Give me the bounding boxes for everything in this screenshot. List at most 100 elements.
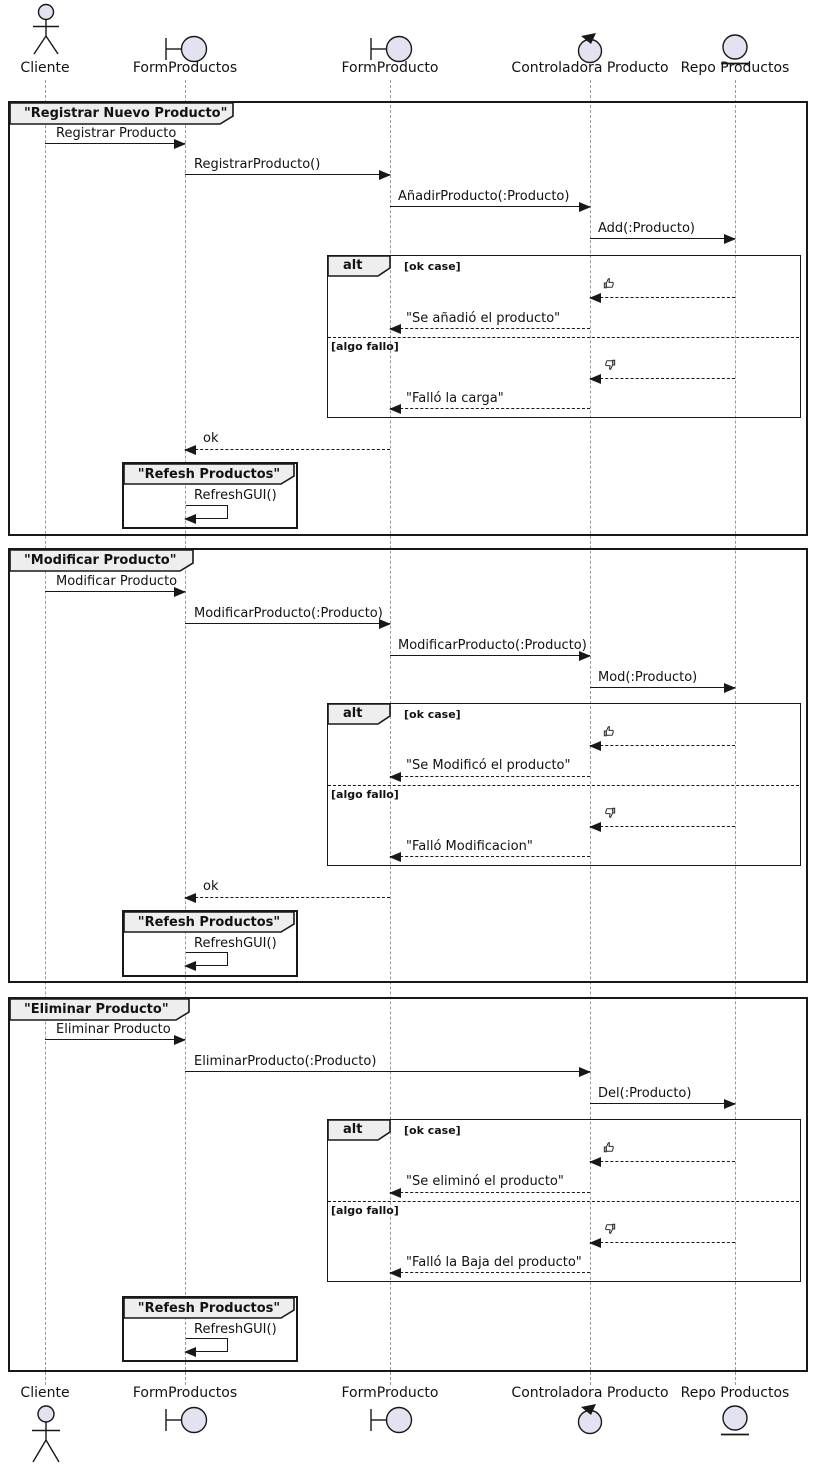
participant-label: FormProductos: [132, 1385, 238, 1401]
frame-refresh-productos: "Refesh Productos": [122, 1296, 298, 1362]
message-label: "Falló la Baja del producto": [406, 1255, 582, 1270]
participant-label: Repo Productos: [680, 1385, 790, 1401]
message-label: Add(:Producto): [598, 221, 696, 236]
message-arrow: [589, 1157, 735, 1167]
alt-guard-fail: [algo fallo]: [331, 340, 399, 353]
frame-title: "Registrar Nuevo Producto": [24, 106, 228, 121]
frame-title: "Refesh Productos": [137, 1301, 281, 1316]
control-icon: [577, 33, 603, 64]
message-label: Registrar Producto: [56, 126, 177, 141]
self-message-arrow: [184, 952, 228, 971]
self-message-arrow: [184, 505, 228, 524]
lifeline-cliente: [45, 80, 46, 1385]
message-label: "Se eliminó el producto": [406, 1174, 564, 1189]
message-arrow: [389, 324, 590, 334]
participant-label: Controladora Producto: [511, 60, 669, 76]
message-arrow: [389, 772, 590, 782]
frame-tab: [9, 549, 194, 572]
participant-label: Controladora Producto: [511, 1385, 669, 1401]
message-label: "Falló la carga": [406, 391, 504, 406]
alt-divider: [328, 1201, 799, 1202]
alt-guard-ok: [ok case]: [404, 1124, 461, 1137]
alt-frame: alt [ok case] [algo fallo]: [327, 703, 801, 866]
alt-frame: alt [ok case] [algo fallo]: [327, 255, 801, 418]
alt-guard-ok: [ok case]: [404, 260, 461, 273]
message-label: RefreshGUI(): [194, 1322, 277, 1337]
message-arrow: [389, 1188, 590, 1198]
control-icon: [577, 1404, 603, 1435]
entity-icon: [721, 1405, 749, 1436]
participant-label: FormProducto: [341, 60, 439, 76]
participant-label: Cliente: [20, 60, 70, 76]
entity-icon: [721, 34, 749, 65]
message-label: ModificarProducto(:Producto): [398, 638, 587, 653]
thumbs-up-icon: [603, 726, 614, 737]
message-arrow: [590, 1099, 736, 1109]
thumbs-up-icon: [603, 278, 614, 289]
message-arrow: [589, 741, 735, 751]
lifeline-formproducto: [390, 80, 391, 1385]
message-label: RegistrarProducto(): [194, 157, 321, 172]
frame-modificar-producto: "Modificar Producto": [8, 548, 808, 983]
frame-title: "Eliminar Producto": [24, 1002, 169, 1017]
message-label: RefreshGUI(): [194, 936, 277, 951]
message-arrow: [589, 374, 735, 384]
frame-tab: [9, 102, 234, 125]
message-arrow: [185, 619, 391, 629]
lifeline-formproductos: [185, 80, 186, 1385]
message-label: "Se añadió el producto": [406, 311, 561, 326]
participant-label: Cliente: [20, 1385, 70, 1401]
message-label: "Se Modificó el producto": [406, 758, 571, 773]
boundary-icon: [165, 1406, 208, 1434]
message-arrow: [185, 170, 391, 180]
frame-tab: [123, 911, 295, 933]
boundary-icon: [370, 1406, 413, 1434]
alt-guard-ok: [ok case]: [404, 708, 461, 721]
message-arrow: [590, 683, 736, 693]
alt-divider: [328, 785, 799, 786]
frame-tab: [123, 1297, 295, 1319]
alt-operator: alt: [343, 1122, 363, 1137]
message-arrow: [589, 822, 735, 832]
message-arrow: [45, 1035, 186, 1045]
participant-label: FormProductos: [132, 60, 238, 76]
alt-tab: [327, 255, 391, 277]
thumbs-up-icon: [603, 1142, 614, 1153]
alt-operator: alt: [343, 258, 363, 273]
message-label: ok: [203, 431, 219, 446]
message-arrow: [184, 893, 390, 903]
participant-label: FormProducto: [341, 1385, 439, 1401]
alt-divider: [328, 337, 799, 338]
message-arrow: [45, 139, 186, 149]
message-label: EliminarProducto(:Producto): [194, 1054, 377, 1069]
message-label: ModificarProducto(:Producto): [194, 606, 383, 621]
thumbs-down-icon: [605, 359, 616, 370]
message-arrow: [589, 293, 735, 303]
message-arrow: [390, 202, 591, 212]
actor-icon: [33, 3, 59, 55]
lifeline-repo: [735, 80, 736, 1385]
message-arrow: [184, 445, 390, 455]
frame-tab: [9, 998, 190, 1021]
message-arrow: [590, 234, 736, 244]
frame-registrar-nuevo-producto: "Registrar Nuevo Producto": [8, 101, 808, 536]
alt-tab: [327, 1119, 391, 1141]
message-arrow: [589, 1238, 735, 1248]
message-label: RefreshGUI(): [194, 488, 277, 503]
message-label: AñadirProducto(:Producto): [398, 189, 570, 204]
message-label: Del(:Producto): [598, 1086, 692, 1101]
frame-refresh-productos: "Refesh Productos": [122, 462, 298, 529]
message-arrow: [45, 587, 186, 597]
alt-operator: alt: [343, 706, 363, 721]
actor-icon: [32, 1405, 60, 1463]
message-arrow: [389, 852, 590, 862]
message-label: ok: [203, 879, 219, 894]
message-label: Mod(:Producto): [598, 670, 698, 685]
frame-tab: [123, 463, 295, 485]
frame-title: "Refesh Productos": [137, 467, 281, 482]
thumbs-down-icon: [605, 1223, 616, 1234]
message-arrow: [390, 651, 591, 661]
frame-eliminar-producto: "Eliminar Producto": [8, 997, 808, 1372]
message-label: Modificar Producto: [56, 574, 178, 589]
